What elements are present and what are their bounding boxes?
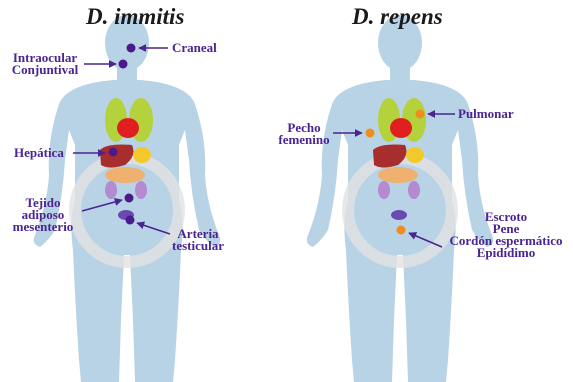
marker-pecho xyxy=(366,129,375,138)
right-body-silhouette xyxy=(307,15,493,382)
marker-hepatica xyxy=(109,148,118,157)
marker-testicular xyxy=(126,216,135,225)
marker-escroto xyxy=(397,226,406,235)
label-tejido-adiposo-mesenterio: Tejido adiposo mesenterio xyxy=(4,197,82,233)
label-epididimo: Epidídimo xyxy=(440,247,572,259)
title-d-immitis: D. immitis xyxy=(86,4,184,30)
label-arteria-testicular: Arteria testicular xyxy=(166,228,230,252)
marker-intraocular xyxy=(119,60,128,69)
label-hepatica: Hepática xyxy=(14,147,64,159)
title-d-repens: D. repens xyxy=(352,4,443,30)
label-intraocular-conjuntival: Intraocular Conjuntival xyxy=(4,52,86,76)
label-craneal: Craneal xyxy=(172,42,217,54)
label-mesenterio: mesenterio xyxy=(4,221,82,233)
label-femenino: femenino xyxy=(273,134,335,146)
marker-mesenterio xyxy=(125,194,134,203)
label-escroto-group: Escroto Pene Cordón espermático Epidídim… xyxy=(440,211,572,259)
marker-pulmonar xyxy=(416,110,425,119)
marker-craneal xyxy=(127,44,136,53)
label-pulmonar: Pulmonar xyxy=(458,108,514,120)
label-pecho-femenino: Pecho femenino xyxy=(273,122,335,146)
label-conjuntival: Conjuntival xyxy=(4,64,86,76)
label-testicular: testicular xyxy=(166,240,230,252)
